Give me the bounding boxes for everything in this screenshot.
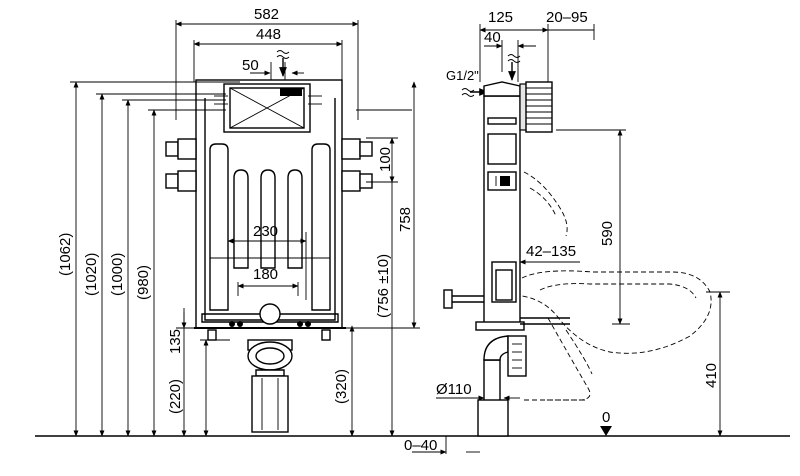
dim-1000: (1000) [109, 253, 126, 296]
dim-d110: Ø110 [436, 381, 472, 398]
dim-758: 758 [397, 207, 414, 232]
dim-230: 230 [253, 223, 278, 240]
dim-42-135: 42–135 [526, 243, 576, 260]
dim-0-40: 0–40 [404, 437, 437, 454]
dim-320: (320) [333, 369, 350, 404]
dim-50: 50 [242, 57, 259, 74]
dim-980: (980) [135, 265, 152, 300]
label-floor-0: 0 [602, 409, 610, 426]
dim-135: 135 [167, 329, 184, 354]
dim-582: 582 [254, 6, 279, 23]
dim-1062: (1062) [57, 233, 74, 276]
dim-100: 100 [377, 147, 394, 172]
dim-756: (756 ±10) [375, 254, 392, 318]
dim-20-95: 20–95 [546, 9, 588, 26]
dim-1020: (1020) [83, 253, 100, 296]
dim-410: 410 [703, 363, 720, 388]
dim-180: 180 [253, 266, 278, 283]
dim-125: 125 [488, 9, 513, 26]
wall-bracket-ribs [526, 87, 552, 125]
dim-590: 590 [599, 221, 616, 246]
label-g12: G1/2" [446, 68, 479, 83]
front-view: 582 448 50 [57, 6, 420, 437]
dim-448: 448 [256, 26, 281, 43]
dim-220: (220) [167, 379, 184, 414]
dim-40: 40 [484, 29, 501, 46]
side-view: 125 20–95 40 G1/2" [404, 9, 730, 455]
